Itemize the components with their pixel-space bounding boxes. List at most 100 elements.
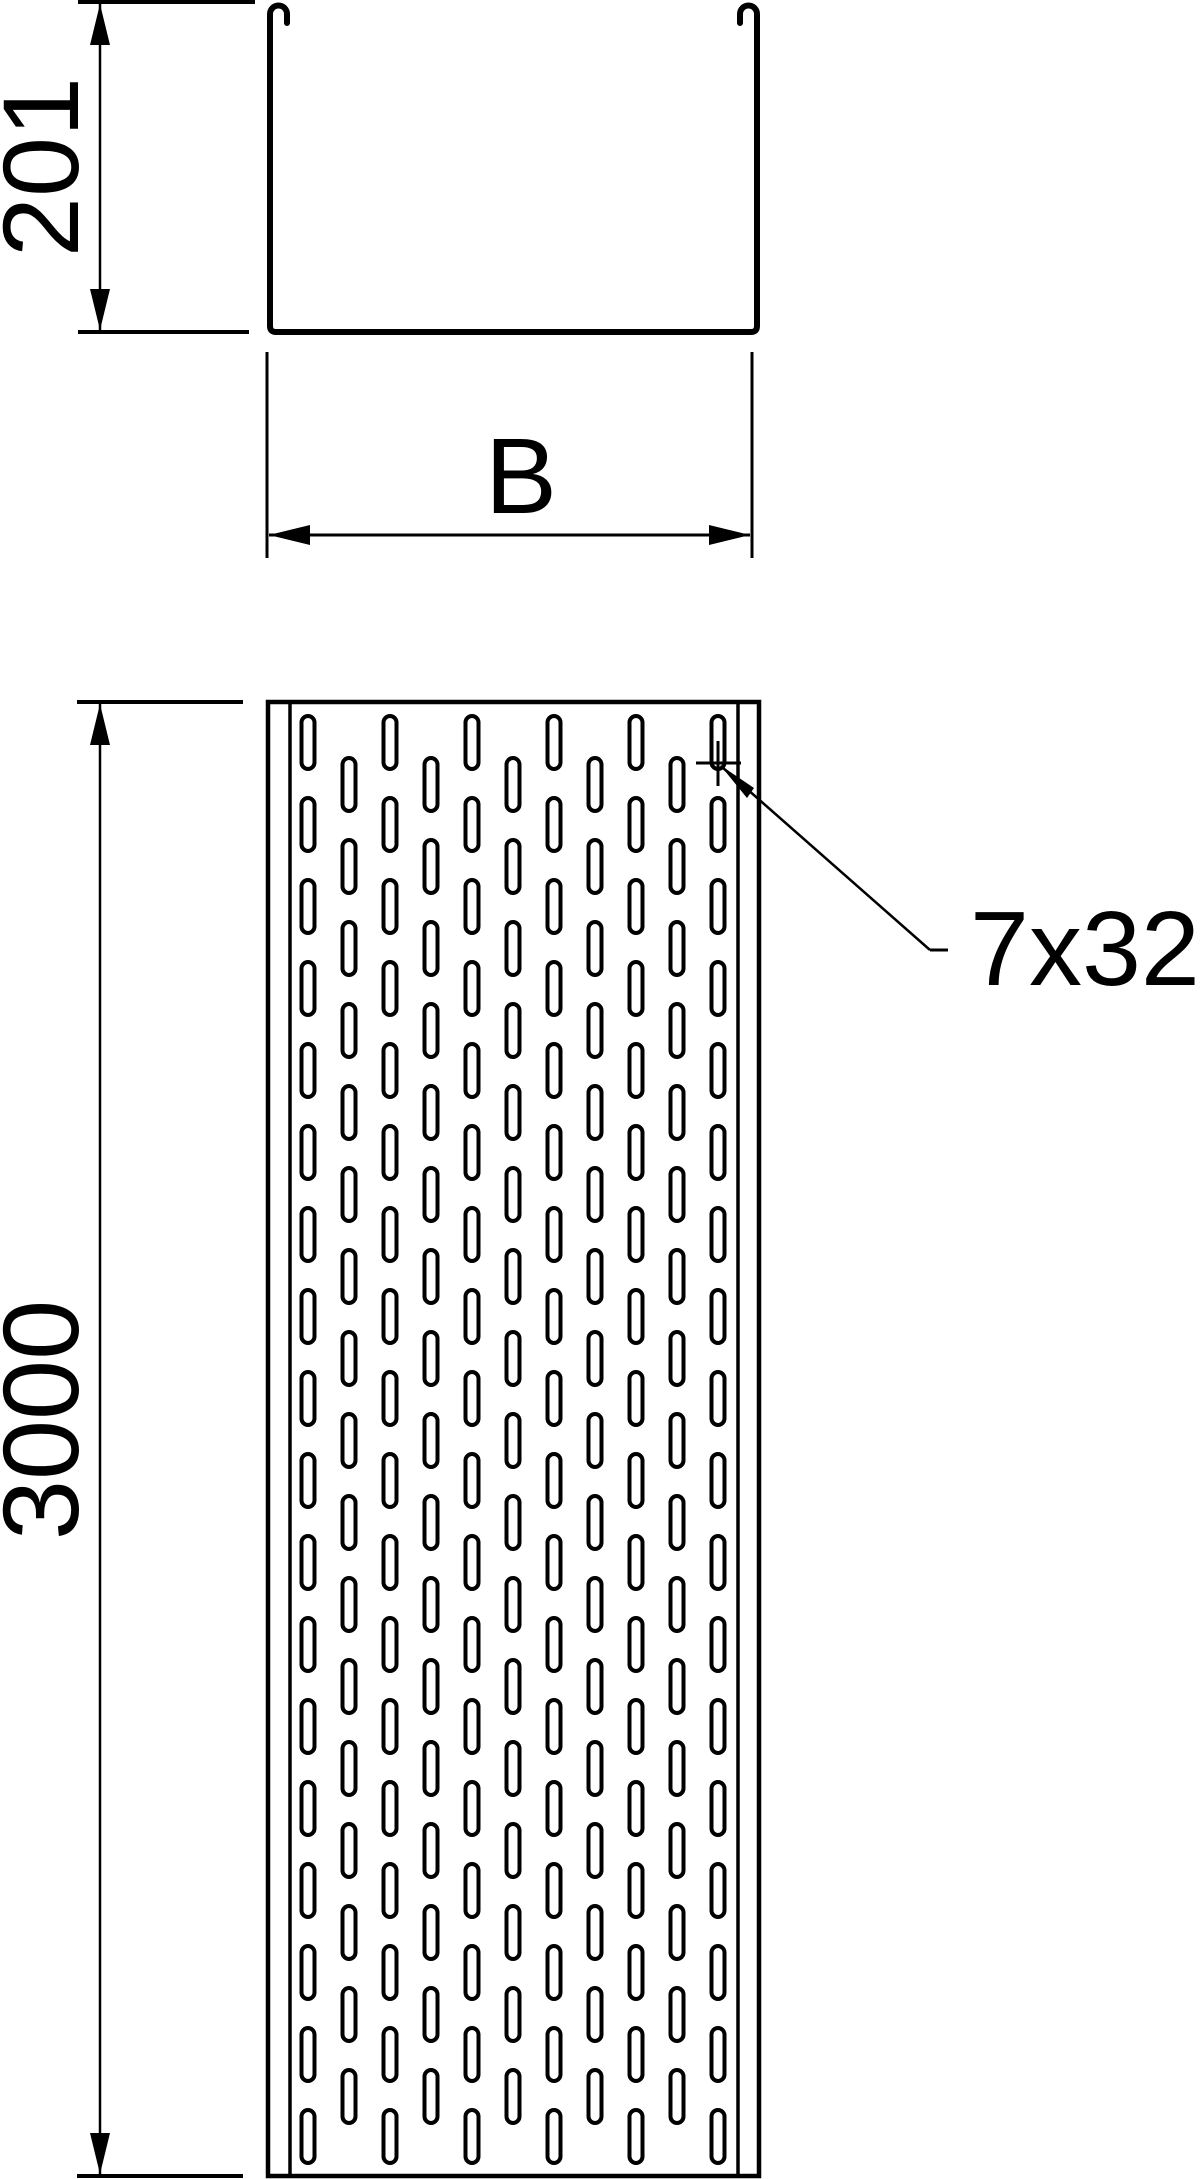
slot bbox=[381, 796, 399, 853]
slot bbox=[627, 1206, 645, 1263]
slot bbox=[299, 2108, 317, 2165]
slot bbox=[668, 2068, 686, 2125]
slot bbox=[709, 2026, 727, 2083]
slot bbox=[381, 1698, 399, 1755]
slot bbox=[504, 2068, 522, 2125]
slot bbox=[627, 1534, 645, 1591]
slot bbox=[340, 1740, 358, 1797]
slot bbox=[627, 2108, 645, 2165]
slot bbox=[299, 1042, 317, 1099]
slot bbox=[381, 1042, 399, 1099]
cross-section-view: 201 B bbox=[0, 0, 760, 558]
slot bbox=[545, 1862, 563, 1919]
slot bbox=[422, 1330, 440, 1387]
slot bbox=[504, 1166, 522, 1223]
slot bbox=[586, 1166, 604, 1223]
slot bbox=[422, 838, 440, 895]
slot bbox=[422, 756, 440, 813]
slot bbox=[504, 838, 522, 895]
slot bbox=[668, 1986, 686, 2043]
slot bbox=[340, 756, 358, 813]
slot bbox=[545, 2108, 563, 2165]
slot bbox=[586, 1248, 604, 1305]
slot bbox=[381, 1944, 399, 2001]
slot bbox=[545, 1042, 563, 1099]
slot bbox=[545, 1534, 563, 1591]
slot bbox=[709, 1124, 727, 1181]
slot bbox=[627, 878, 645, 935]
slot bbox=[709, 1534, 727, 1591]
slot bbox=[340, 838, 358, 895]
slot bbox=[422, 1576, 440, 1633]
slot bbox=[586, 838, 604, 895]
slot bbox=[504, 1084, 522, 1141]
slot bbox=[422, 1084, 440, 1141]
slot bbox=[586, 756, 604, 813]
slot bbox=[463, 1534, 481, 1591]
slot bbox=[299, 960, 317, 1017]
slot bbox=[709, 1698, 727, 1755]
slot bbox=[504, 1904, 522, 1961]
slot bbox=[586, 1002, 604, 1059]
slot bbox=[422, 1002, 440, 1059]
slot bbox=[545, 960, 563, 1017]
slot bbox=[586, 1576, 604, 1633]
slot bbox=[340, 1986, 358, 2043]
slot bbox=[381, 1206, 399, 1263]
slot bbox=[545, 1370, 563, 1427]
slot bbox=[504, 1330, 522, 1387]
slot bbox=[709, 1780, 727, 1837]
slot bbox=[627, 1780, 645, 1837]
slot bbox=[627, 1944, 645, 2001]
slot bbox=[422, 1494, 440, 1551]
slot bbox=[422, 2068, 440, 2125]
slot bbox=[627, 1370, 645, 1427]
slot bbox=[299, 796, 317, 853]
slot bbox=[340, 1576, 358, 1633]
slot bbox=[586, 1330, 604, 1387]
slot bbox=[668, 1084, 686, 1141]
slot bbox=[627, 1452, 645, 1509]
slot bbox=[627, 1862, 645, 1919]
slot bbox=[299, 1698, 317, 1755]
slot bbox=[381, 1534, 399, 1591]
slot bbox=[627, 714, 645, 771]
slot bbox=[340, 1822, 358, 1879]
slot bbox=[381, 878, 399, 935]
slot bbox=[504, 1494, 522, 1551]
slot bbox=[504, 1576, 522, 1633]
slot bbox=[709, 1288, 727, 1345]
slot bbox=[299, 878, 317, 935]
slot bbox=[504, 1658, 522, 1715]
slot bbox=[299, 2026, 317, 2083]
slot bbox=[381, 1780, 399, 1837]
slot bbox=[709, 1042, 727, 1099]
slot bbox=[381, 1452, 399, 1509]
slot bbox=[668, 756, 686, 813]
slot bbox=[340, 1658, 358, 1715]
slot bbox=[627, 1288, 645, 1345]
slot bbox=[463, 1698, 481, 1755]
slot bbox=[381, 960, 399, 1017]
length-dimension: 3000 bbox=[0, 700, 243, 2178]
slot bbox=[463, 1452, 481, 1509]
slot bbox=[381, 2026, 399, 2083]
slot bbox=[463, 1042, 481, 1099]
slot bbox=[422, 1986, 440, 2043]
slot bbox=[381, 1288, 399, 1345]
slot bbox=[299, 1206, 317, 1263]
slot bbox=[627, 1042, 645, 1099]
slot bbox=[504, 1740, 522, 1797]
slot bbox=[422, 1658, 440, 1715]
slot bbox=[668, 1740, 686, 1797]
slot bbox=[422, 1904, 440, 1961]
slot bbox=[463, 1862, 481, 1919]
slot bbox=[668, 1658, 686, 1715]
slot bbox=[709, 1206, 727, 1263]
slot bbox=[463, 1288, 481, 1345]
slot bbox=[340, 1494, 358, 1551]
slot bbox=[627, 1698, 645, 1755]
slot bbox=[340, 2068, 358, 2125]
slot bbox=[340, 920, 358, 977]
slot bbox=[586, 1494, 604, 1551]
